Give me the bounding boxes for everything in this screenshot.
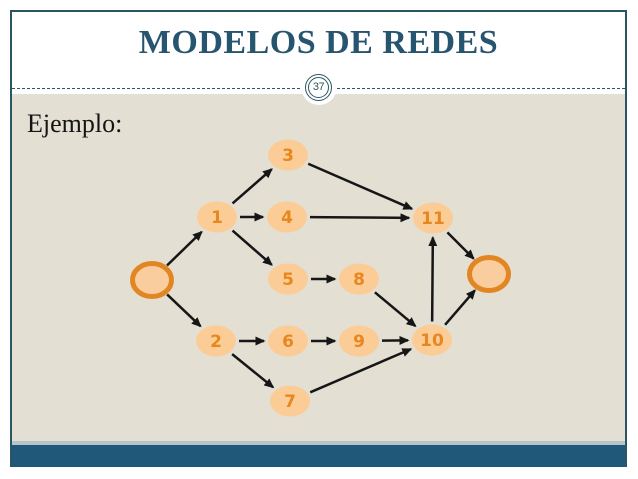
slide-title: MODELOS DE REDES [138,24,499,61]
footer-bar [12,445,625,467]
page-number-badge: 37 [300,69,337,105]
footer-strip [12,441,625,445]
page-number: 37 [312,81,325,93]
example-label: Ejemplo: [27,109,123,138]
page-badge-inner-ring: 37 [308,76,329,98]
slide: MODELOS DE REDES 37 Ejemplo: [10,10,627,467]
slide-content-panel [12,94,625,441]
page-badge-outer-ring: 37 [305,73,332,101]
